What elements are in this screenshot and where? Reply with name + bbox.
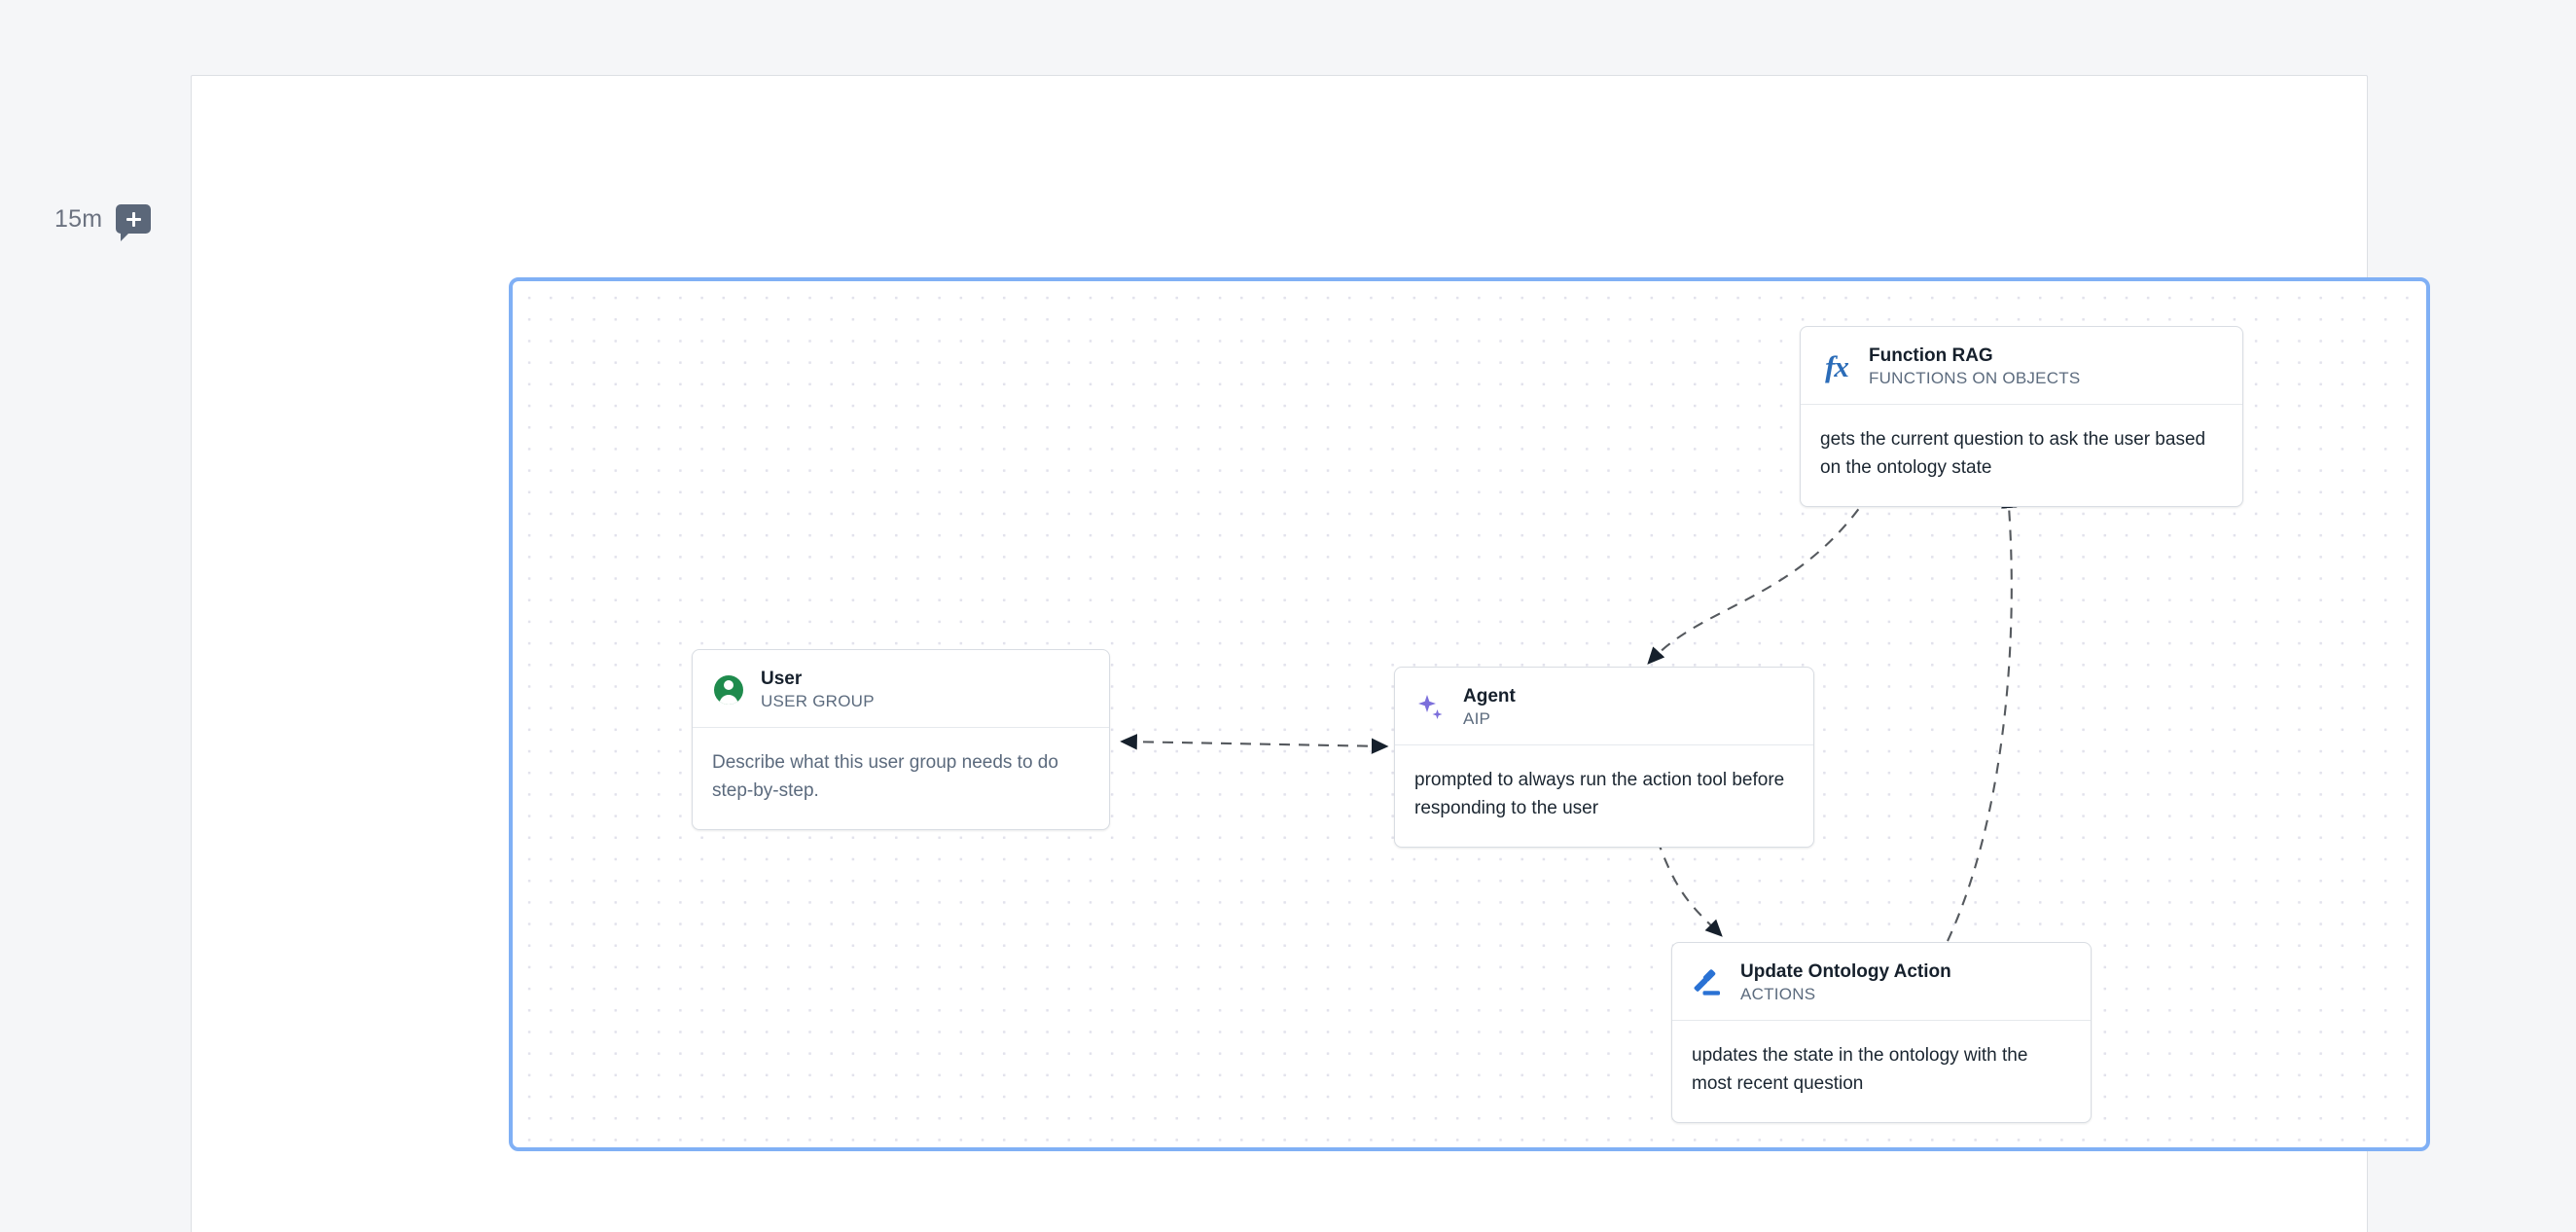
node-title: Update Ontology Action	[1740, 961, 1951, 982]
node-user[interactable]: User USER GROUP Describe what this user …	[692, 649, 1110, 831]
user-avatar-icon	[712, 673, 745, 707]
node-function-rag[interactable]: fx Function RAG FUNCTIONS ON OBJECTS get…	[1800, 326, 2243, 508]
node-subtitle: AIP	[1463, 708, 1491, 728]
connector-functionrag-agent	[1647, 492, 1871, 665]
sparkles-icon	[1414, 691, 1448, 724]
node-header: User USER GROUP	[693, 650, 1109, 729]
node-agent[interactable]: Agent AIP prompted to always run the act…	[1394, 667, 1814, 849]
node-subtitle: ACTIONS	[1740, 984, 1816, 1003]
node-update-ontology-action[interactable]: Update Ontology Action ACTIONS updates t…	[1671, 942, 2092, 1124]
node-subtitle: USER GROUP	[761, 691, 875, 710]
gavel-icon	[1692, 966, 1725, 999]
node-description[interactable]: Describe what this user group needs to d…	[712, 752, 1058, 802]
node-titles: Agent AIP	[1463, 686, 1516, 728]
plus-glyph	[125, 211, 141, 227]
node-header: fx Function RAG FUNCTIONS ON OBJECTS	[1801, 327, 2242, 406]
node-title: Function RAG	[1869, 345, 1993, 366]
comment-plus-icon[interactable]	[116, 204, 152, 241]
elapsed-time-label: 15m	[54, 204, 103, 233]
node-header: Agent AIP	[1395, 668, 1813, 746]
node-description[interactable]: gets the current question to ask the use…	[1820, 429, 2206, 479]
node-titles: User USER GROUP	[761, 669, 875, 710]
node-subtitle: FUNCTIONS ON OBJECTS	[1869, 368, 2081, 387]
fx-icon: fx	[1825, 349, 1849, 384]
page-canvas: fx Function RAG FUNCTIONS ON OBJECTS get…	[191, 75, 2430, 1232]
connector-updateaction-functionrag	[1947, 490, 2018, 942]
node-header: Update Ontology Action ACTIONS	[1672, 943, 2091, 1022]
node-title: Agent	[1463, 686, 1516, 707]
node-description[interactable]: updates the state in the ontology with t…	[1692, 1045, 2028, 1095]
gutter-meta: 15m	[54, 204, 152, 241]
node-titles: Update Ontology Action ACTIONS	[1740, 961, 1951, 1003]
connector-user-agent	[1120, 734, 1389, 754]
node-title: User	[761, 669, 803, 689]
node-description[interactable]: prompted to always run the action tool b…	[1414, 770, 1785, 819]
node-titles: Function RAG FUNCTIONS ON OBJECTS	[1869, 345, 2081, 387]
